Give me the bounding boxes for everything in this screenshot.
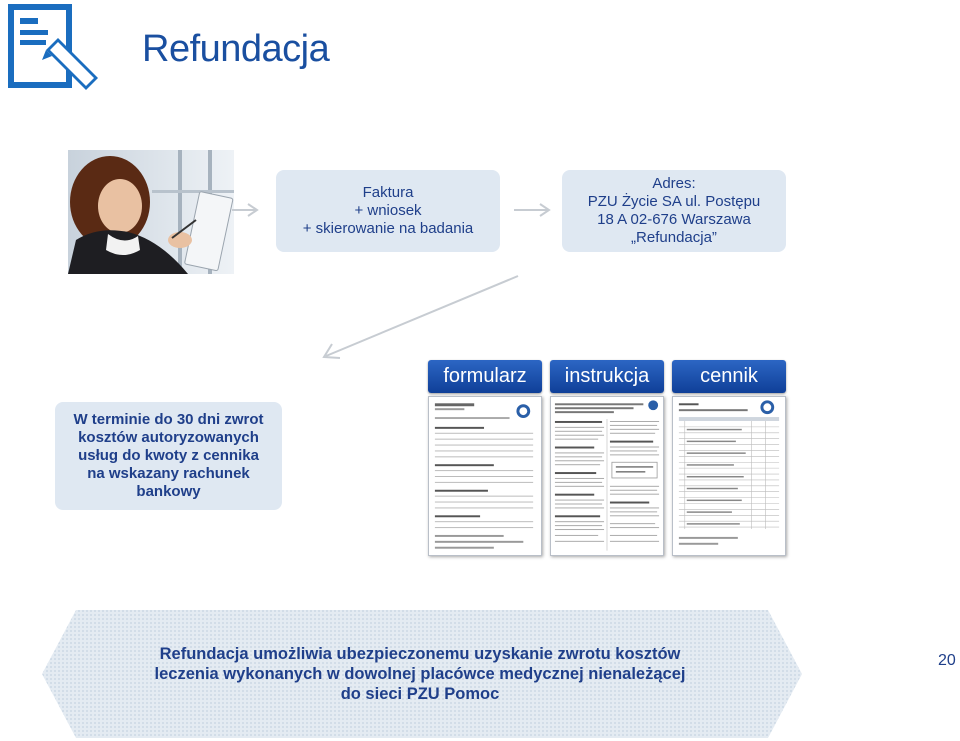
address-line: Adres: — [652, 175, 695, 193]
step-address-box: Adres: PZU Życie SA ul. Postępu 18 A 02-… — [562, 170, 786, 252]
tab-formularz[interactable]: formularz — [428, 360, 542, 393]
refund-line: kosztów autoryzowanych — [78, 429, 259, 447]
address-line: 18 A 02-676 Warszawa — [597, 211, 751, 229]
formularz-document-thumbnail — [428, 396, 542, 556]
refund-line: usług do kwoty z cennika — [78, 447, 259, 465]
banner-line: Refundacja umożliwia ubezpieczonemu uzys… — [100, 644, 740, 664]
instrukcja-document-thumbnail — [550, 396, 664, 556]
step-documents-box: Faktura + wniosek + skierowanie na badan… — [276, 170, 500, 252]
tab-cennik[interactable]: cennik — [672, 360, 786, 393]
step-refund-box: W terminie do 30 dni zwrot kosztów autor… — [55, 402, 282, 510]
step-documents-line: + skierowanie na badania — [303, 220, 474, 238]
cennik-document-thumbnail — [672, 396, 786, 556]
arrow-right-icon — [230, 202, 260, 218]
refund-line: bankowy — [136, 483, 200, 501]
step-documents-line: Faktura — [363, 184, 414, 202]
refund-line: na wskazany rachunek — [87, 465, 250, 483]
banner-line: leczenia wykonanych w dowolnej placówce … — [100, 664, 740, 684]
arrow-right-icon — [512, 202, 552, 218]
tab-instrukcja[interactable]: instrukcja — [550, 360, 664, 393]
document-pen-logo-icon — [6, 2, 102, 92]
page-number: 20 — [938, 652, 956, 670]
slide-title: Refundacja — [142, 28, 329, 71]
step-documents-line: + wniosek — [354, 202, 421, 220]
address-line: „Refundacja” — [631, 229, 717, 247]
refund-line: W terminie do 30 dni zwrot — [73, 411, 263, 429]
banner-line: do sieci PZU Pomoc — [100, 684, 740, 704]
arrow-down-left-icon — [318, 272, 524, 362]
woman-writing-photo — [68, 150, 234, 274]
summary-banner-text: Refundacja umożliwia ubezpieczonemu uzys… — [100, 644, 740, 704]
address-line: PZU Życie SA ul. Postępu — [588, 193, 761, 211]
